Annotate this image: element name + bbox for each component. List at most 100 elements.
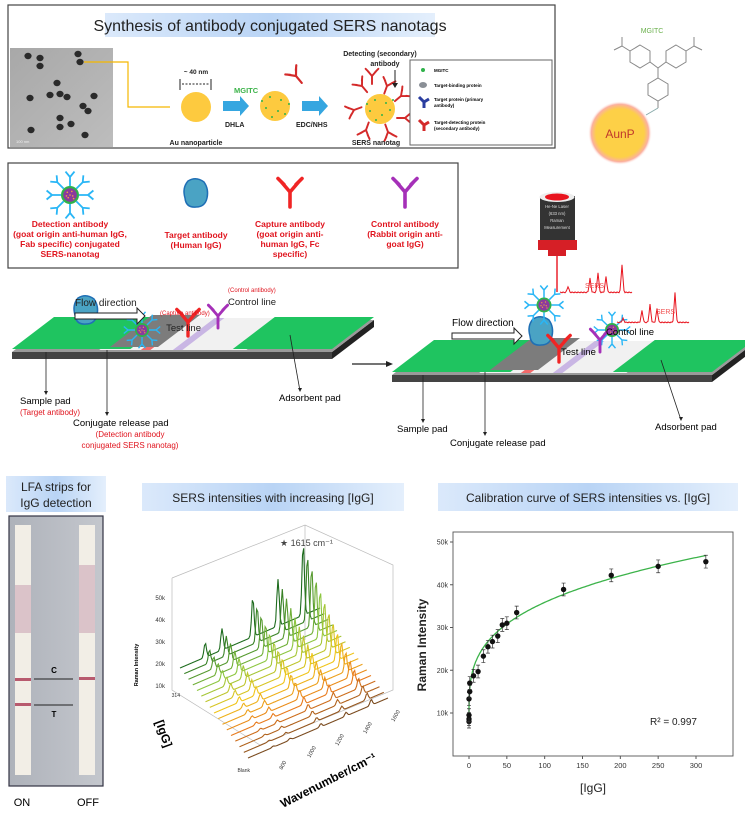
- svg-text:LFA strips for: LFA strips for: [21, 480, 91, 494]
- raman-spectrum: [235, 677, 376, 742]
- au-nanoparticle: [181, 92, 211, 122]
- raman-spectrum: [205, 614, 346, 703]
- synthesis-title: Synthesis of antibody conjugated SERS na…: [93, 18, 446, 35]
- y-tick-label: 10k: [437, 711, 449, 718]
- raman-spectrum: [247, 697, 389, 759]
- nanoparticle: [36, 54, 44, 62]
- nanoparticle: [56, 123, 64, 131]
- component-label: (goat origin anti-human IgG,: [13, 229, 127, 239]
- strip-on: [15, 525, 31, 775]
- mgitc-particle: [260, 91, 290, 121]
- component-label: Target antibody: [164, 230, 227, 240]
- strip-backing: [12, 352, 332, 359]
- svg-text:Calibration curve of SERS inte: Calibration curve of SERS intensities vs…: [466, 491, 710, 505]
- data-point: [475, 668, 481, 675]
- nanoparticle: [67, 120, 75, 128]
- label: (Capture antibody): [160, 311, 210, 317]
- absorbent-pad-label: Adsorbent pad: [279, 393, 341, 404]
- absorbent-pad-label: Adsorbent pad: [655, 422, 717, 433]
- flow-direction-label: Flow direction: [75, 298, 137, 309]
- secondary-antibody-icon: [417, 118, 430, 131]
- svg-text:AunP: AunP: [605, 127, 634, 141]
- x-tick-label: 800: [279, 760, 289, 771]
- secondary-antibody-icon: [364, 67, 380, 85]
- secondary-antibody-icon: [284, 64, 303, 84]
- axis-box: [171, 524, 394, 746]
- data-point: [499, 622, 505, 628]
- secondary-antibody-icon: [382, 76, 397, 95]
- component-label: Detection antibody: [32, 219, 109, 229]
- control-line-label: Control line: [228, 297, 276, 308]
- svg-text:IgG detection: IgG detection: [20, 496, 91, 510]
- absorbent-pad: [232, 317, 374, 349]
- svg-text:antibody): antibody): [434, 103, 455, 108]
- secondary-antibody-icon: [396, 110, 414, 126]
- component-label: Fab specific) conjugated: [20, 239, 120, 249]
- calibration-panel: Calibration curve of SERS intensities vs…: [415, 483, 738, 795]
- target-antibody-icon: [183, 178, 209, 208]
- y-tick-label: 30k: [437, 625, 449, 632]
- label: conjugated SERS nanotag): [82, 441, 179, 450]
- data-point: [467, 688, 473, 695]
- detection-nanotag-icon: [524, 285, 564, 325]
- svg-text:OFF: OFF: [77, 797, 99, 809]
- svg-text:Detecting (secondary): Detecting (secondary): [343, 51, 417, 58]
- test-line-label: Test line: [561, 347, 596, 358]
- x-tick-label: 300: [690, 761, 703, 770]
- synthesis-legend: MGITC Target-binding protein Target prot…: [409, 59, 553, 146]
- nanoparticle: [56, 90, 64, 98]
- data-point: [485, 644, 491, 650]
- mgitc-dot: [385, 102, 387, 104]
- component-label: (goat origin anti-: [256, 229, 323, 239]
- lfa-photo-panel: LFA strips for IgG detection C T ON OFF: [6, 476, 106, 809]
- peak-annotation: ★ 1615 cm⁻¹: [280, 538, 333, 548]
- au-label: Au nanoparticle: [170, 140, 223, 147]
- data-point: [495, 633, 501, 639]
- x-tick-label: 50: [503, 761, 511, 770]
- raman-spectrum: [184, 559, 325, 675]
- sers-spectrum: [559, 264, 633, 294]
- x-tick-label: 1000: [307, 745, 318, 759]
- raman-spectrum: [222, 651, 363, 725]
- y-axis-label: [IgG]: [152, 718, 175, 749]
- mgitc-dot: [280, 99, 282, 101]
- z-tick-label: 40k: [155, 618, 166, 624]
- conjugate-pad-label: Conjugate release pad: [73, 418, 169, 429]
- component-label: goat IgG): [386, 239, 423, 249]
- svg-text:T: T: [52, 710, 57, 719]
- nanoparticle: [26, 94, 34, 102]
- strip-backing: [392, 375, 712, 382]
- z-tick-label: 30k: [155, 640, 166, 646]
- component-label: specific): [273, 249, 308, 259]
- svg-text:MGITC: MGITC: [434, 68, 449, 73]
- secondary-antibody-icon: [356, 121, 371, 140]
- control-line: [552, 341, 605, 373]
- mgitc-dot: [265, 107, 267, 109]
- fit-curve: [468, 554, 706, 718]
- nanoparticle: [90, 92, 98, 100]
- absorbent-pad: [612, 340, 745, 372]
- test-line-label: Test line: [166, 323, 201, 334]
- svg-text:~ 40 nm: ~ 40 nm: [184, 69, 209, 76]
- z-axis-label: Raman Intensity: [134, 643, 140, 686]
- mgitc-dot: [389, 109, 391, 111]
- label: (Control antibody): [228, 288, 276, 294]
- svg-text:C: C: [51, 666, 57, 675]
- secondary-antibody-icon: [383, 123, 398, 142]
- x-axis-label: Wavenumber/cm⁻¹: [278, 750, 379, 811]
- arrow-icon: [223, 96, 249, 116]
- flow-direction-label: Flow direction: [452, 318, 514, 329]
- data-point: [655, 563, 661, 570]
- x-tick-label: 1400: [363, 721, 374, 735]
- raman-spectrum: [179, 548, 321, 669]
- data-point: [608, 572, 614, 579]
- mgitc-dot: [369, 110, 371, 112]
- svg-text:antibody: antibody: [370, 61, 399, 68]
- lfa-strip: [12, 315, 374, 359]
- x-tick-label: 0: [467, 761, 471, 770]
- mgitc-dot: [284, 113, 286, 115]
- svg-text:(secondary antibody): (secondary antibody): [434, 126, 480, 131]
- mgitc-dot: [277, 110, 279, 112]
- svg-text:SERS intensities with increasi: SERS intensities with increasing [IgG]: [172, 491, 373, 505]
